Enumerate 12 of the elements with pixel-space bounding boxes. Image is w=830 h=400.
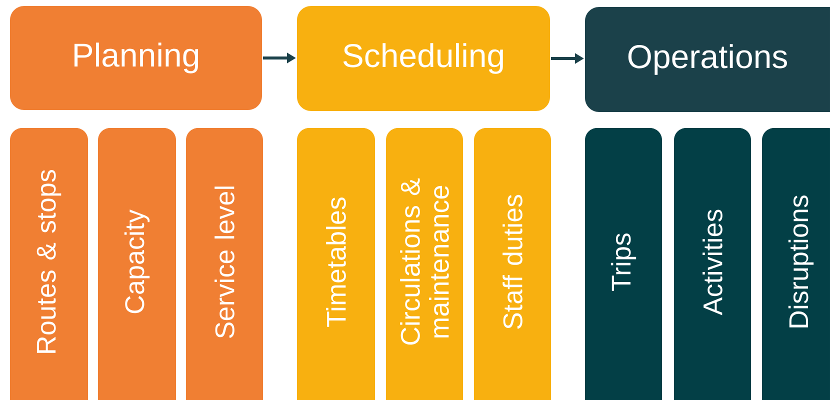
task-column: Circulations & maintenance bbox=[386, 128, 463, 400]
task-column: Disruptions bbox=[762, 128, 830, 400]
task-column: Capacity bbox=[98, 128, 176, 400]
stage-box: Scheduling bbox=[297, 6, 550, 111]
stage-box: Operations bbox=[585, 7, 830, 112]
task-column: Activities bbox=[674, 128, 751, 400]
task-column: Timetables bbox=[297, 128, 375, 400]
task-column: Trips bbox=[585, 128, 662, 400]
task-column: Staff duties bbox=[474, 128, 551, 400]
stage-box: Planning bbox=[10, 6, 262, 110]
task-column: Routes & stops bbox=[10, 128, 88, 400]
task-column: Service level bbox=[186, 128, 263, 400]
